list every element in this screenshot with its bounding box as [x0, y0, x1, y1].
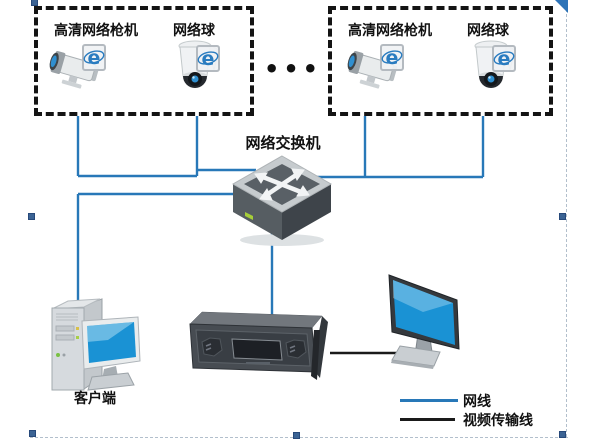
selection-handle-top-left[interactable]: [31, 0, 38, 6]
selection-handle-bottom-left[interactable]: [29, 430, 36, 437]
switch-label: 网络交换机: [245, 134, 321, 152]
selection-corner-arrow-icon[interactable]: [555, 0, 568, 13]
legend-network-line-swatch: [400, 399, 458, 402]
selection-handle-bottom-mid[interactable]: [293, 432, 300, 439]
client-pc-icon: [51, 298, 141, 391]
selection-border-right: [566, 4, 567, 437]
client-label: 客户端: [74, 391, 116, 407]
monitor-icon: [388, 274, 460, 369]
network-line-switch-to-client: [76, 192, 252, 300]
legend-video-line-swatch: [400, 418, 455, 421]
svg-text:e: e: [386, 47, 399, 69]
dome-camera-label-1: 网络球: [173, 23, 215, 39]
svg-text:e: e: [88, 47, 101, 69]
selection-handle-mid-left[interactable]: [28, 213, 35, 220]
dome-camera-label-2: 网络球: [467, 23, 509, 39]
ethernet-switch-icon: [231, 155, 333, 246]
more-cameras-ellipsis: •••: [264, 55, 323, 83]
svg-text:e: e: [202, 48, 215, 70]
camera-group-box-1: [34, 6, 254, 116]
legend-network-label: 网线: [463, 394, 491, 410]
ie-badge-icon: e: [380, 44, 404, 71]
legend-video-label: 视频传输线: [463, 413, 533, 429]
camera-group-box-2: [328, 6, 553, 116]
ie-badge-icon: e: [82, 44, 106, 71]
selection-handle-bottom-right[interactable]: [559, 431, 566, 438]
ie-badge-icon: e: [492, 45, 516, 72]
ie-badge-icon: e: [196, 45, 220, 72]
bullet-camera-label-1: 高清网络枪机: [54, 23, 138, 39]
selection-handle-mid-right[interactable]: [559, 213, 566, 220]
nvr-icon: [189, 311, 328, 380]
bullet-camera-label-2: 高清网络枪机: [348, 23, 432, 39]
svg-text:e: e: [498, 48, 511, 70]
